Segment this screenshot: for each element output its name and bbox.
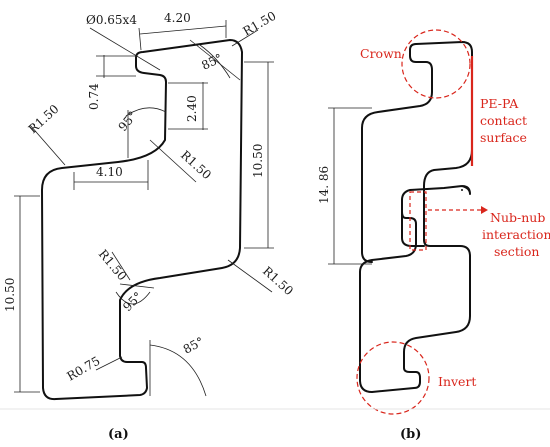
- label-nub-1: Nub-nub: [490, 210, 545, 225]
- label-radius-upper-inner: R1.50: [178, 148, 214, 182]
- leader-r-lower: [111, 251, 131, 281]
- label-nub-height: 2.40: [185, 95, 199, 122]
- profile-outline-b: [359, 41, 473, 393]
- panel-b: 14. 86 Crown PE-PA contact surface Nub-n…: [317, 29, 550, 442]
- nub-interaction-box: [409, 191, 427, 251]
- label-flange-width: 4.10: [96, 165, 123, 179]
- angle-ray-lower: [119, 283, 155, 289]
- leader-r-upper-inner: [149, 139, 197, 183]
- angle-ray-top: [189, 39, 241, 81]
- arc-95-upper: [125, 107, 167, 117]
- leader-r-top: [231, 29, 259, 47]
- label-contact-1: PE-PA: [480, 96, 519, 111]
- arc-85-bottom: [149, 344, 207, 397]
- label-radius-upper-left: R1.50: [26, 102, 62, 136]
- label-invert: Invert: [438, 374, 476, 389]
- label-contact-2: contact: [480, 113, 527, 128]
- panel-a: Ø0.65x4 4.20 R1.50 85° 0.74 95° 2.40 R1.…: [3, 9, 296, 442]
- nub-arrow-head: [481, 206, 488, 214]
- label-radius-bottom: R0.75: [65, 354, 103, 384]
- label-contact-3: surface: [480, 130, 527, 145]
- label-left-height: 10.50: [3, 278, 17, 312]
- panel-label-b: (b): [400, 427, 421, 442]
- label-angle-top: 85°: [199, 51, 224, 73]
- ext-top-width-l: [138, 27, 142, 51]
- arc-95-lower: [115, 291, 151, 305]
- label-right-height: 10.50: [251, 144, 265, 178]
- leader-hole: [89, 27, 161, 71]
- leader-r075: [95, 356, 123, 371]
- leader-r-lower-right: [227, 259, 273, 293]
- profile-outline-b-mid: [401, 199, 425, 247]
- leader-r-upper-left: [29, 124, 66, 166]
- dim-top-width: [139, 25, 227, 35]
- label-radius-top-right: R1.50: [241, 9, 279, 39]
- label-total-height: 14. 86: [317, 166, 331, 204]
- label-crown: Crown: [360, 46, 402, 61]
- label-angle-bottom: 85°: [181, 334, 206, 356]
- label-top-width: 4.20: [164, 11, 191, 25]
- label-radius-lower-right: R1.50: [260, 264, 296, 298]
- arc-85-top: [199, 44, 231, 79]
- label-angle-upper: 95°: [116, 109, 140, 134]
- label-nub-2: interaction: [482, 227, 550, 242]
- label-nub-3: section: [494, 244, 539, 259]
- invert-circle: [356, 341, 430, 415]
- label-depth-small: 0.74: [87, 83, 101, 110]
- label-hole: Ø0.65x4: [86, 13, 137, 27]
- profile-outline-a: [41, 39, 243, 401]
- crown-circle: [401, 29, 471, 99]
- profile-outline-b-upper: [361, 43, 433, 263]
- panel-label-a: (a): [108, 427, 129, 442]
